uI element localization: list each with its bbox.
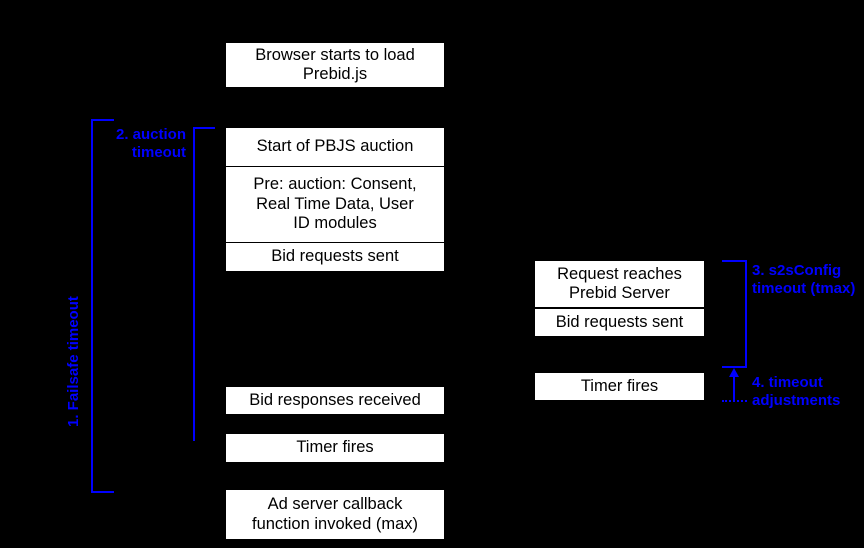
- label-auction-timeout: 2. auction timeout: [115, 126, 186, 162]
- auction-bracket-spine: [193, 127, 195, 441]
- box-browser-load: Browser starts to load Prebid.js: [225, 42, 445, 88]
- s2sconfig-bracket-tick-top: [722, 260, 747, 262]
- s2sconfig-bracket-spine: [745, 260, 747, 368]
- s2sconfig-bracket-tick-bottom: [722, 366, 747, 368]
- box-auction-start: Start of PBJS auction: [225, 127, 445, 167]
- failsafe-bracket-spine: [91, 119, 93, 493]
- timeout-adjustments-dotted-baseline: [722, 400, 747, 402]
- timeout-adjustments-arrow-shaft: [733, 375, 735, 401]
- box-bid-responses-received: Bid responses received: [225, 386, 445, 415]
- label-failsafe-timeout: 1. Failsafe timeout: [65, 296, 82, 427]
- timeout-adjustments-arrow-head: [729, 368, 739, 377]
- box-server-bid-requests-sent: Bid requests sent: [534, 308, 705, 337]
- box-ad-server-callback: Ad server callback function invoked (max…: [225, 489, 445, 540]
- box-pre-auction: Pre: auction: Consent, Real Time Data, U…: [225, 166, 445, 243]
- auction-bracket-tick-top: [193, 127, 215, 129]
- failsafe-bracket-tick-top: [91, 119, 114, 121]
- box-timer-fires-client: Timer fires: [225, 433, 445, 463]
- box-timer-fires-server: Timer fires: [534, 372, 705, 401]
- box-bid-requests-sent: Bid requests sent: [225, 242, 445, 272]
- failsafe-bracket-tick-bottom: [91, 491, 114, 493]
- label-s2sconfig-timeout: 3. s2sConfig timeout (tmax): [752, 262, 856, 298]
- box-request-reaches-server: Request reaches Prebid Server: [534, 260, 705, 308]
- label-timeout-adjustments: 4. timeout adjustments: [752, 374, 841, 410]
